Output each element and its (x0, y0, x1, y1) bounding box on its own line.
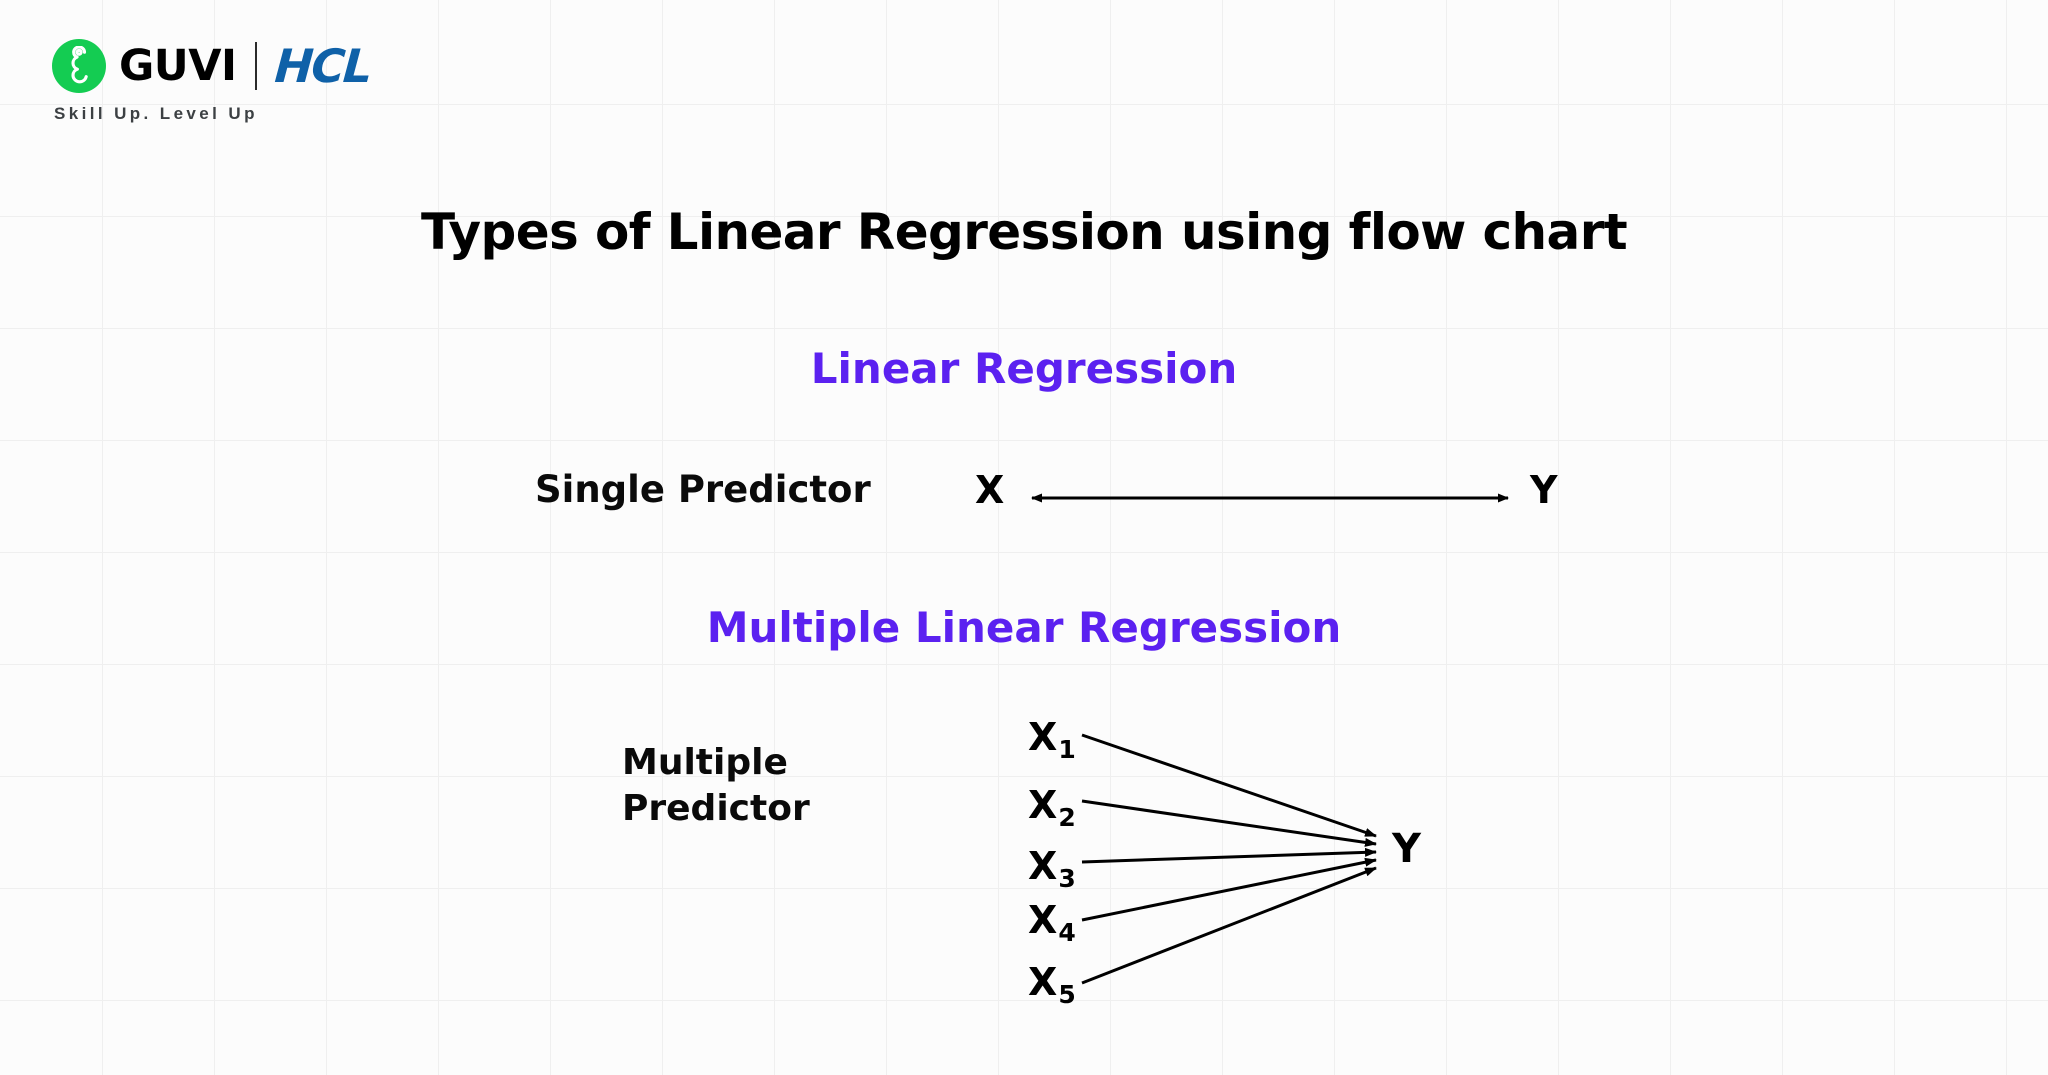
brand-divider (254, 42, 257, 90)
multiple-predictor-label-line1: Multiple (622, 742, 788, 783)
converging-arrows-icon (1081, 733, 1377, 985)
node-x-single: X (975, 468, 1005, 512)
node-x4-base: X (1028, 898, 1058, 942)
predictor-node-list: X1 X2 X3 X4 X5 (1028, 690, 1118, 1010)
brand-logo-row: GUVI HCL (52, 38, 372, 94)
brand-tagline: Skill Up. Level Up (54, 104, 258, 123)
node-x4: X4 (1028, 898, 1076, 945)
node-x3: X3 (1028, 844, 1076, 891)
node-y-multi: Y (1392, 826, 1421, 872)
section-heading-multiple-linear-regression: Multiple Linear Regression (706, 603, 1342, 652)
double-headed-arrow-icon (1031, 493, 1509, 503)
node-x5-subscript: 5 (1058, 980, 1076, 1009)
hcl-wordmark: HCL (272, 39, 372, 93)
node-x3-base: X (1028, 844, 1058, 888)
multiple-predictor-label-line2: Predictor (622, 788, 810, 830)
node-x3-subscript: 3 (1058, 864, 1076, 893)
node-x2-base: X (1028, 783, 1058, 827)
page-title: Types of Linear Regression using flow ch… (420, 203, 1628, 261)
guvi-g-mark-icon (52, 39, 106, 93)
node-x1-base: X (1028, 715, 1058, 759)
node-x4-subscript: 4 (1058, 918, 1076, 947)
node-y-single: Y (1530, 468, 1558, 512)
guvi-logo: GUVI (52, 39, 237, 93)
node-x1: X1 (1028, 715, 1076, 762)
node-x5: X5 (1028, 960, 1076, 1007)
multiple-regression-diagram: Multiple Predictor X1 X2 X3 X4 X5 (0, 690, 2048, 1020)
section-heading-linear-regression: Linear Regression (810, 344, 1238, 393)
node-x5-base: X (1028, 960, 1058, 1004)
node-x1-subscript: 1 (1058, 735, 1076, 764)
node-x2: X2 (1028, 783, 1076, 830)
multiple-predictor-label: Multiple Predictor (622, 740, 882, 832)
guvi-wordmark: GUVI (119, 40, 237, 91)
node-x2-subscript: 2 (1058, 803, 1076, 832)
brand-lockup: GUVI HCL Skill Up. Level Up (52, 38, 372, 124)
simple-regression-diagram: Single Predictor X Y (0, 468, 2048, 528)
single-predictor-label: Single Predictor (535, 468, 871, 511)
